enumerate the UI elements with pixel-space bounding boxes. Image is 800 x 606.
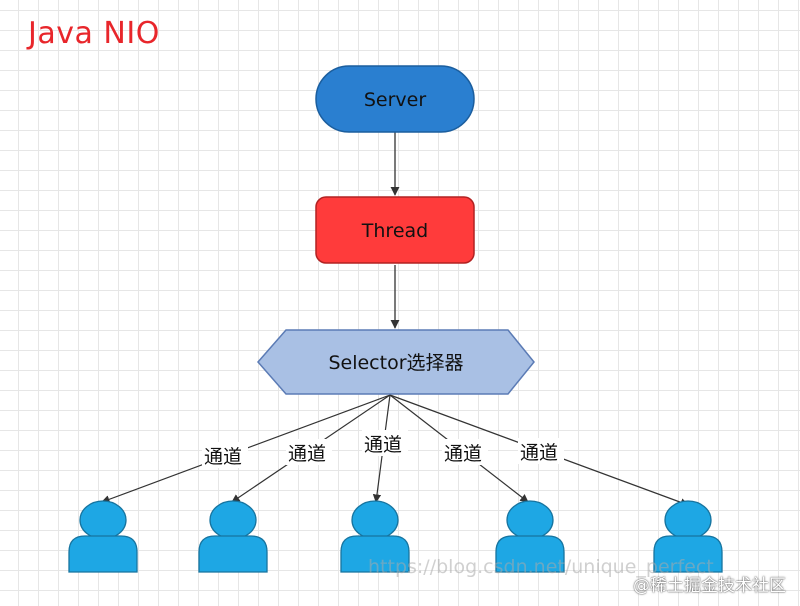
edge-label-bg <box>442 439 488 465</box>
edge-label-5: 通道 <box>520 442 558 464</box>
source-badge: @稀土掘金技术社区 <box>633 576 786 596</box>
diagram-title: Java NIO <box>28 16 160 51</box>
edge-label-4: 通道 <box>444 443 482 465</box>
user-icon <box>495 500 565 573</box>
selector-label: Selector选择器 <box>328 352 463 374</box>
edge-label-3: 通道 <box>364 434 402 456</box>
selector-node <box>257 329 535 395</box>
server-label: Server <box>364 89 426 111</box>
edge-label-bg <box>202 442 248 468</box>
edge-label-bg <box>362 430 408 456</box>
user-icon <box>653 500 723 573</box>
thread-label: Thread <box>361 220 428 242</box>
user-icon <box>68 500 138 573</box>
edge-label-bg <box>286 439 332 465</box>
server-node <box>315 65 475 133</box>
user-icon <box>340 500 410 573</box>
watermark-url: https://blog.csdn.net/unique_perfect <box>368 556 714 578</box>
edge-label-2: 通道 <box>288 443 326 465</box>
thread-node <box>315 196 475 264</box>
user-icon <box>198 500 268 573</box>
edge-label-bg <box>518 438 564 464</box>
edge-label-1: 通道 <box>204 446 242 468</box>
